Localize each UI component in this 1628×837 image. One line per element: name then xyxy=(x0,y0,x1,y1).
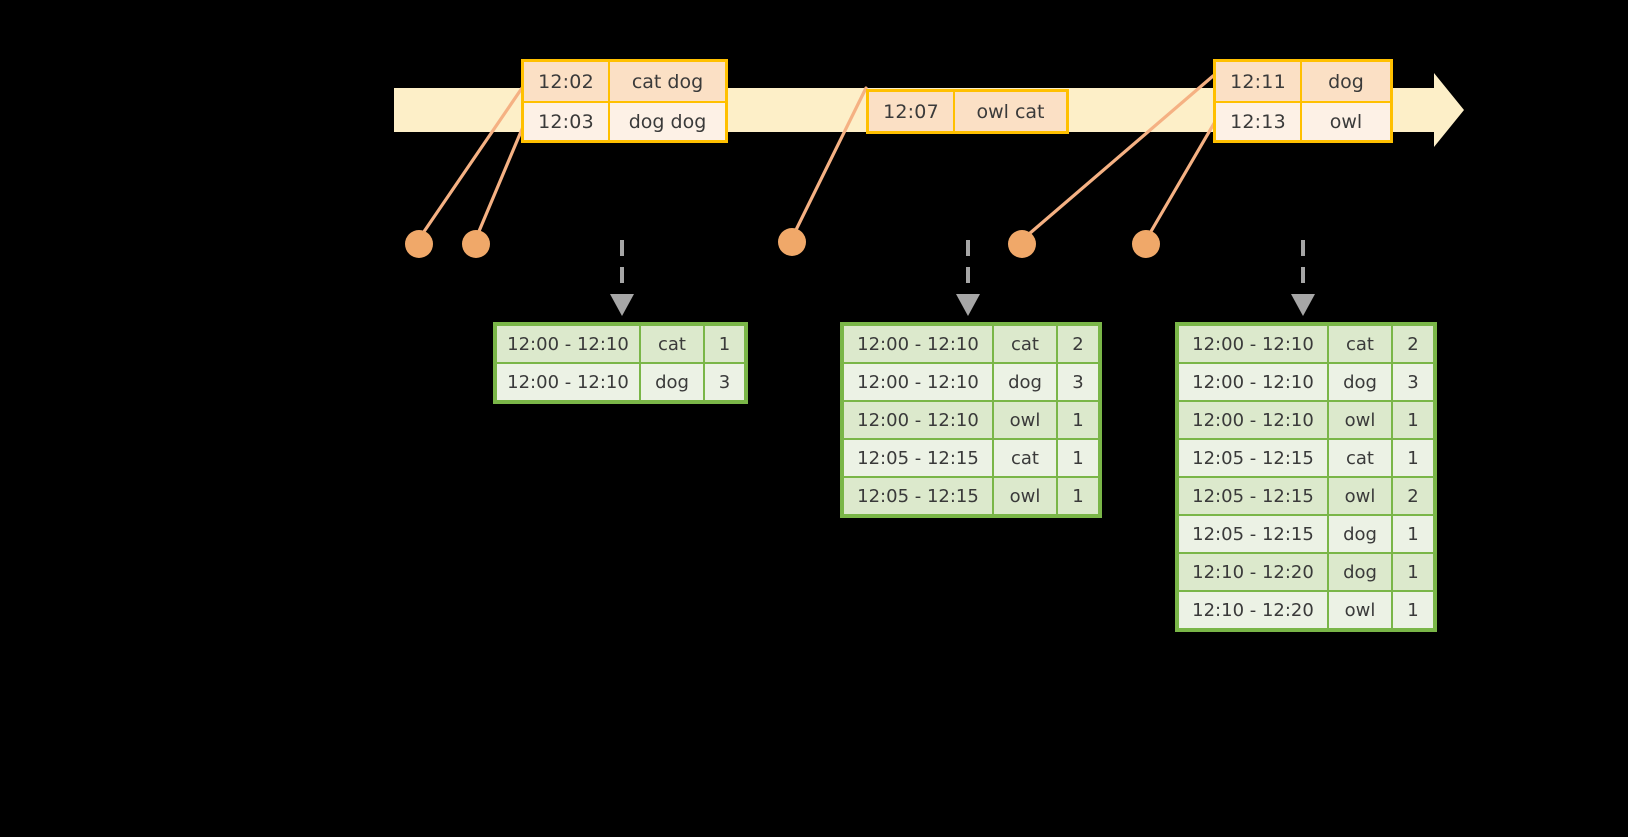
cell-count: 1 xyxy=(1058,440,1098,476)
cell-count: 1 xyxy=(1058,402,1098,438)
table-row[interactable]: 12:00 - 12:10 cat 2 xyxy=(1179,326,1433,362)
cell-word: cat xyxy=(994,440,1056,476)
cell-word: owl xyxy=(994,402,1056,438)
event-time: 12:07 xyxy=(869,92,955,131)
event-dot-3 xyxy=(778,228,806,256)
cell-count: 2 xyxy=(1058,326,1098,362)
cell-word: cat xyxy=(641,326,703,362)
event-dot-5 xyxy=(1132,230,1160,258)
event-dot-1 xyxy=(405,230,433,258)
cell-window: 12:00 - 12:10 xyxy=(844,364,992,400)
event-row[interactable]: 12:11 dog xyxy=(1216,62,1390,101)
event-group-3[interactable]: 12:11 dog 12:13 owl xyxy=(1213,59,1393,143)
event-group-1[interactable]: 12:02 cat dog 12:03 dog dog xyxy=(521,59,728,143)
cell-count: 1 xyxy=(1393,516,1433,552)
cell-word: owl xyxy=(1329,478,1391,514)
result-table-2[interactable]: 12:00 - 12:10 cat 2 12:00 - 12:10 dog 3 … xyxy=(840,322,1102,518)
table-row[interactable]: 12:10 - 12:20 owl 1 xyxy=(1179,592,1433,628)
table-row[interactable]: 12:00 - 12:10 cat 2 xyxy=(844,326,1098,362)
event-time: 12:11 xyxy=(1216,62,1302,101)
cell-window: 12:10 - 12:20 xyxy=(1179,592,1327,628)
cell-word: dog xyxy=(994,364,1056,400)
event-dot-2 xyxy=(462,230,490,258)
cell-window: 12:05 - 12:15 xyxy=(1179,516,1327,552)
cell-window: 12:05 - 12:15 xyxy=(844,440,992,476)
connector-line-5 xyxy=(1144,118,1218,242)
cell-count: 3 xyxy=(1058,364,1098,400)
cell-word: dog xyxy=(1329,364,1391,400)
table-row[interactable]: 12:05 - 12:15 owl 1 xyxy=(844,478,1098,514)
cell-window: 12:00 - 12:10 xyxy=(1179,364,1327,400)
table-row[interactable]: 12:05 - 12:15 dog 1 xyxy=(1179,516,1433,552)
table-row[interactable]: 12:10 - 12:20 dog 1 xyxy=(1179,554,1433,590)
table-row[interactable]: 12:00 - 12:10 dog 3 xyxy=(1179,364,1433,400)
event-words: dog dog xyxy=(628,110,707,133)
cell-window: 12:00 - 12:10 xyxy=(844,402,992,438)
event-time: 12:13 xyxy=(1216,103,1302,140)
table-row[interactable]: 12:00 - 12:10 owl 1 xyxy=(1179,402,1433,438)
cell-word: cat xyxy=(1329,440,1391,476)
cell-window: 12:05 - 12:15 xyxy=(844,478,992,514)
dashed-arrow-head-2 xyxy=(956,294,980,316)
event-time: 12:02 xyxy=(524,62,610,101)
cell-word: owl xyxy=(1329,402,1391,438)
dashed-arrow-head-3 xyxy=(1291,294,1315,316)
connector-line-3 xyxy=(791,86,868,238)
event-row[interactable]: 12:07 owl cat xyxy=(869,92,1066,131)
event-words: owl cat xyxy=(976,100,1045,123)
table-row[interactable]: 12:00 - 12:10 dog 3 xyxy=(497,364,744,400)
cell-word: dog xyxy=(1329,554,1391,590)
connector-line-1 xyxy=(419,86,524,238)
event-row[interactable]: 12:02 cat dog xyxy=(524,62,725,101)
event-words: cat dog xyxy=(631,70,704,93)
cell-window: 12:00 - 12:10 xyxy=(497,364,639,400)
event-time: 12:03 xyxy=(524,103,610,140)
result-table-1[interactable]: 12:00 - 12:10 cat 1 12:00 - 12:10 dog 3 xyxy=(493,322,748,404)
table-row[interactable]: 12:00 - 12:10 dog 3 xyxy=(844,364,1098,400)
event-group-2[interactable]: 12:07 owl cat xyxy=(866,89,1069,134)
dashed-arrow-head-1 xyxy=(610,294,634,316)
cell-count: 1 xyxy=(1058,478,1098,514)
result-table-3[interactable]: 12:00 - 12:10 cat 2 12:00 - 12:10 dog 3 … xyxy=(1175,322,1437,632)
event-row[interactable]: 12:03 dog dog xyxy=(524,101,725,140)
cell-count: 3 xyxy=(705,364,744,400)
cell-window: 12:05 - 12:15 xyxy=(1179,440,1327,476)
cell-word: cat xyxy=(1329,326,1391,362)
cell-window: 12:00 - 12:10 xyxy=(1179,402,1327,438)
table-row[interactable]: 12:05 - 12:15 cat 1 xyxy=(844,440,1098,476)
cell-window: 12:05 - 12:15 xyxy=(1179,478,1327,514)
connector-line-2 xyxy=(475,120,527,238)
cell-count: 1 xyxy=(1393,402,1433,438)
event-row[interactable]: 12:13 owl xyxy=(1216,101,1390,140)
cell-window: 12:00 - 12:10 xyxy=(497,326,639,362)
event-words: owl xyxy=(1329,110,1363,133)
cell-count: 2 xyxy=(1393,478,1433,514)
event-dot-4 xyxy=(1008,230,1036,258)
cell-word: cat xyxy=(994,326,1056,362)
timeline-arrowhead xyxy=(1422,73,1464,147)
cell-word: dog xyxy=(1329,516,1391,552)
event-words: dog xyxy=(1328,70,1364,93)
table-row[interactable]: 12:00 - 12:10 cat 1 xyxy=(497,326,744,362)
cell-window: 12:00 - 12:10 xyxy=(844,326,992,362)
table-row[interactable]: 12:05 - 12:15 cat 1 xyxy=(1179,440,1433,476)
cell-count: 3 xyxy=(1393,364,1433,400)
cell-count: 1 xyxy=(1393,592,1433,628)
cell-count: 1 xyxy=(1393,440,1433,476)
cell-window: 12:10 - 12:20 xyxy=(1179,554,1327,590)
cell-count: 2 xyxy=(1393,326,1433,362)
cell-word: dog xyxy=(641,364,703,400)
cell-word: owl xyxy=(994,478,1056,514)
table-row[interactable]: 12:00 - 12:10 owl 1 xyxy=(844,402,1098,438)
cell-count: 1 xyxy=(705,326,744,362)
table-row[interactable]: 12:05 - 12:15 owl 2 xyxy=(1179,478,1433,514)
cell-word: owl xyxy=(1329,592,1391,628)
cell-count: 1 xyxy=(1393,554,1433,590)
cell-window: 12:00 - 12:10 xyxy=(1179,326,1327,362)
